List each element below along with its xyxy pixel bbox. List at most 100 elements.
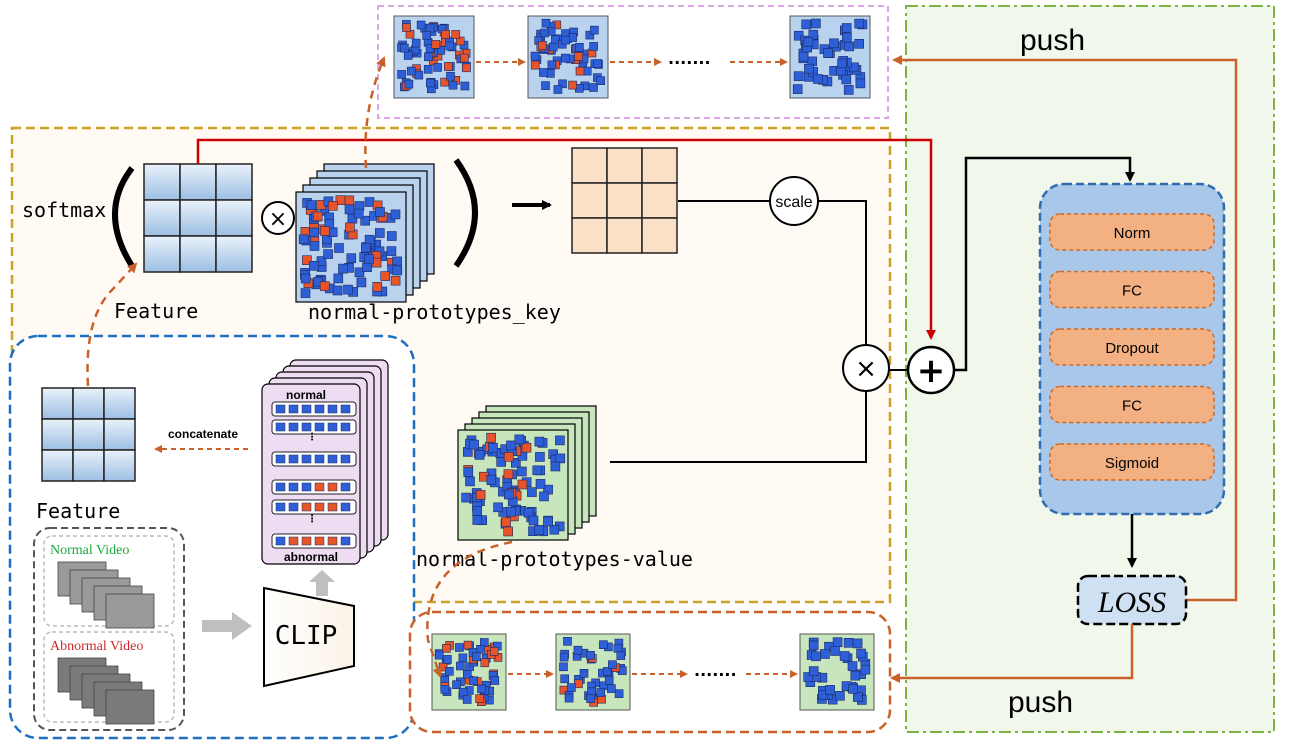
abnormal-prototype-square xyxy=(390,275,401,286)
normal-prototype-square xyxy=(458,653,468,663)
plus-symbol: + xyxy=(917,351,946,391)
normal-prototype-square xyxy=(309,227,319,238)
normal-prototype-square xyxy=(360,215,371,226)
normal-prototype-square xyxy=(334,243,344,253)
left-paren xyxy=(112,166,135,268)
abnormal-prototype-square xyxy=(486,432,496,443)
normal-prototype-square xyxy=(510,457,521,468)
videos-to-clip-arrow xyxy=(202,612,252,640)
normal-prototype-square xyxy=(425,23,435,33)
normal-prototype-square xyxy=(586,650,595,660)
multiply-symbol-1: × xyxy=(269,207,287,232)
normal-prototype-square xyxy=(543,516,553,527)
normal-prototype-square xyxy=(461,492,472,503)
normal-prototype-square xyxy=(567,683,576,692)
normal-prototype-square xyxy=(474,450,485,460)
abnormal-prototype-square xyxy=(503,526,514,537)
clip-encoder xyxy=(263,586,355,688)
normal-prototype-square xyxy=(460,81,470,91)
feature-bottom-cell xyxy=(41,418,74,451)
normal-prototype-square xyxy=(517,466,527,477)
abnormal-prototype-square xyxy=(335,195,346,205)
value-snapshot-2-points xyxy=(559,636,627,707)
normal-prototype-square xyxy=(514,434,525,445)
normal-prototype-square xyxy=(860,664,871,675)
row-ellipsis: ⋮ xyxy=(307,514,317,525)
feature-grid-top xyxy=(143,163,253,273)
normal-prototype-square xyxy=(856,648,866,659)
text-embedding-cell xyxy=(314,404,325,414)
normal-prototype-square xyxy=(476,644,485,654)
normal-prototype-square xyxy=(392,256,402,267)
normal-prototypes-value-label: normal-prototypes-value xyxy=(416,547,693,571)
normal-prototype-square xyxy=(375,207,385,217)
normal-prototype-square xyxy=(534,436,545,447)
normal-prototype-square xyxy=(854,38,865,49)
normal-prototype-square xyxy=(469,439,479,450)
normal-prototype-square xyxy=(414,70,424,80)
clip-to-features-arrow xyxy=(309,570,335,596)
normal-prototype-square xyxy=(555,453,566,464)
normal-prototype-square xyxy=(458,687,468,697)
value-memory-snapshots xyxy=(431,633,875,711)
normal-prototype-square xyxy=(488,442,498,453)
feature-top-cell xyxy=(215,235,253,273)
normal-prototype-square xyxy=(462,695,472,704)
text-embedding-cell xyxy=(340,502,351,512)
value-stack-points xyxy=(461,432,566,537)
normal-video-label: Normal Video xyxy=(50,543,129,558)
abnormal-prototype-square xyxy=(431,40,441,49)
normal-prototype-square xyxy=(613,643,623,653)
head-layer-1 xyxy=(1049,270,1215,309)
normal-prototype-square xyxy=(599,640,608,650)
normal-prototype-square xyxy=(535,479,546,489)
text-embedding-cell xyxy=(288,482,299,492)
normal-prototype-square xyxy=(346,253,357,263)
feature-bottom-cell xyxy=(103,387,136,420)
normal-prototype-square xyxy=(465,476,475,487)
normal-prototype-square xyxy=(332,285,343,296)
abnormal-prototype-square xyxy=(312,211,323,222)
normal-prototype-square xyxy=(561,53,570,63)
text-embedding-cell xyxy=(327,536,338,546)
normal-prototype-square xyxy=(573,645,583,655)
normal-prototype-square xyxy=(830,646,840,656)
abnormal-prototype-square xyxy=(503,469,514,480)
normal-text-label: normal xyxy=(286,388,326,402)
normal-prototype-square xyxy=(555,435,565,446)
feature-top-cell xyxy=(179,235,217,273)
normal-prototype-square xyxy=(560,674,570,684)
abnormal-text-label: abnormal xyxy=(284,550,338,564)
normal-prototype-square xyxy=(553,85,563,94)
normal-prototype-square xyxy=(444,666,454,676)
normal-prototype-square xyxy=(433,63,442,72)
key-stack-points xyxy=(298,195,403,298)
normal-prototype-square xyxy=(575,42,584,52)
feature-top-cell xyxy=(215,163,253,201)
normal-prototype-square xyxy=(602,667,612,676)
key-snapshot-2-points xyxy=(530,18,606,94)
normal-prototype-square xyxy=(443,655,452,664)
feature-top-cell xyxy=(179,163,217,201)
text-embedding-cell xyxy=(288,454,299,464)
normal-prototype-square xyxy=(532,465,543,476)
attention-cell xyxy=(571,182,608,219)
normal-prototype-square xyxy=(440,684,450,694)
abnormal-prototype-square xyxy=(327,201,338,211)
feature-top-label: Feature xyxy=(114,299,198,323)
normal-video-frame xyxy=(105,593,155,629)
softmax-label: softmax xyxy=(22,198,106,222)
normal-prototype-square xyxy=(563,636,572,646)
normal-prototype-square xyxy=(825,685,835,695)
clip-label: CLIP xyxy=(275,621,338,651)
normal-prototype-square xyxy=(547,60,557,70)
head-layer-label-3: FC xyxy=(1122,398,1142,415)
text-embedding-cell xyxy=(288,422,299,432)
abnormal-prototype-square xyxy=(538,40,547,50)
text-embedding-cell xyxy=(314,454,325,464)
right-paren xyxy=(453,158,478,268)
normal-prototype-square xyxy=(353,208,364,219)
push-top-arrow xyxy=(892,55,1238,602)
feature-bottom-cell xyxy=(41,449,74,482)
